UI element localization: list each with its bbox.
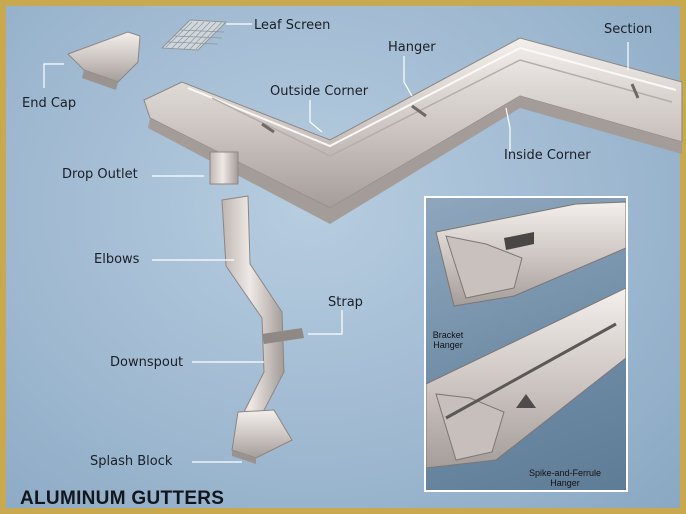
end-cap-part xyxy=(67,31,141,90)
label-elbows: Elbows xyxy=(94,252,140,267)
leaf-screen-part xyxy=(160,19,228,51)
label-drop-outlet: Drop Outlet xyxy=(62,167,138,182)
label-outside-corner: Outside Corner xyxy=(270,84,369,99)
hanger-detail-inset: Bracket Hanger Spike-and-Ferrule Hanger xyxy=(424,196,628,492)
label-end-cap: End Cap xyxy=(22,96,77,111)
label-inside-corner: Inside Corner xyxy=(504,148,591,163)
label-section: Section xyxy=(604,22,653,37)
label-strap: Strap xyxy=(328,295,363,310)
label-splash-block: Splash Block xyxy=(90,454,173,469)
hanger-detail-illustration xyxy=(426,201,626,469)
label-hanger: Hanger xyxy=(388,40,436,55)
label-downspout: Downspout xyxy=(110,355,184,370)
gutter-run xyxy=(143,37,683,224)
leader-lines xyxy=(43,23,629,463)
gutter-illustration xyxy=(43,19,683,464)
label-leaf-screen: Leaf Screen xyxy=(254,18,331,33)
label-bracket-hanger-line1: Bracket xyxy=(432,330,464,340)
downspout-part xyxy=(221,195,304,417)
drop-outlet-part xyxy=(209,151,239,185)
splash-block-part xyxy=(231,409,293,464)
label-spike-ferrule-hanger: Spike-and-Ferrule Hanger xyxy=(522,468,608,488)
label-bracket-hanger-line2: Hanger xyxy=(433,340,463,350)
label-bracket-hanger: Bracket Hanger xyxy=(428,330,468,350)
label-spike-ferrule-line1: Spike-and-Ferrule xyxy=(528,468,602,478)
diagram-title: ALUMINUM GUTTERS xyxy=(20,488,225,509)
label-spike-ferrule-line2: Hanger xyxy=(550,478,580,488)
